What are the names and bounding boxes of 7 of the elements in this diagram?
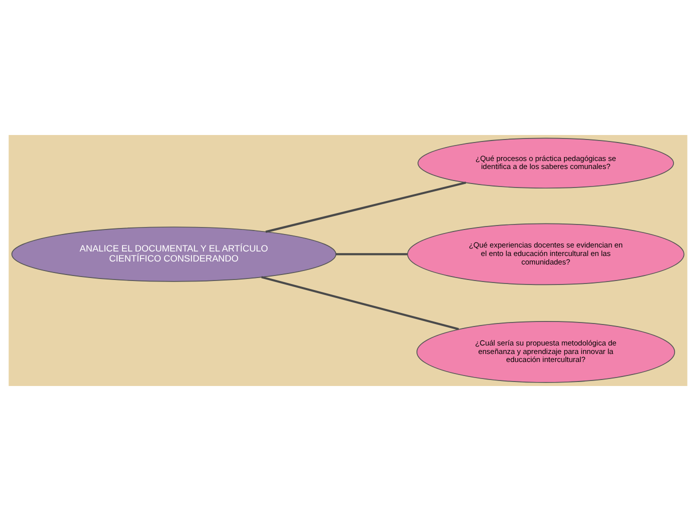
node-ellipse: ¿Cuál sería su propuesta metodológica de enseñanza y aprendizaje para innovar la educación intercultural? — [416, 320, 676, 382]
node-ellipse: ¿Qué procesos o práctica pedagógicas se identifica a de los saberes comunales? — [418, 137, 674, 188]
connector — [265, 181, 466, 232]
node-ellipse: ¿Qué experiencias docentes se evidencian en el ento la educación intercultural en las comunidades? — [407, 222, 684, 285]
connector — [261, 276, 459, 330]
node-ellipse: ANALICE EL DOCUMENTAL Y EL ARTÍCULO CIENTÍFICO CONSIDERANDO — [11, 226, 336, 282]
connector — [336, 252, 408, 255]
